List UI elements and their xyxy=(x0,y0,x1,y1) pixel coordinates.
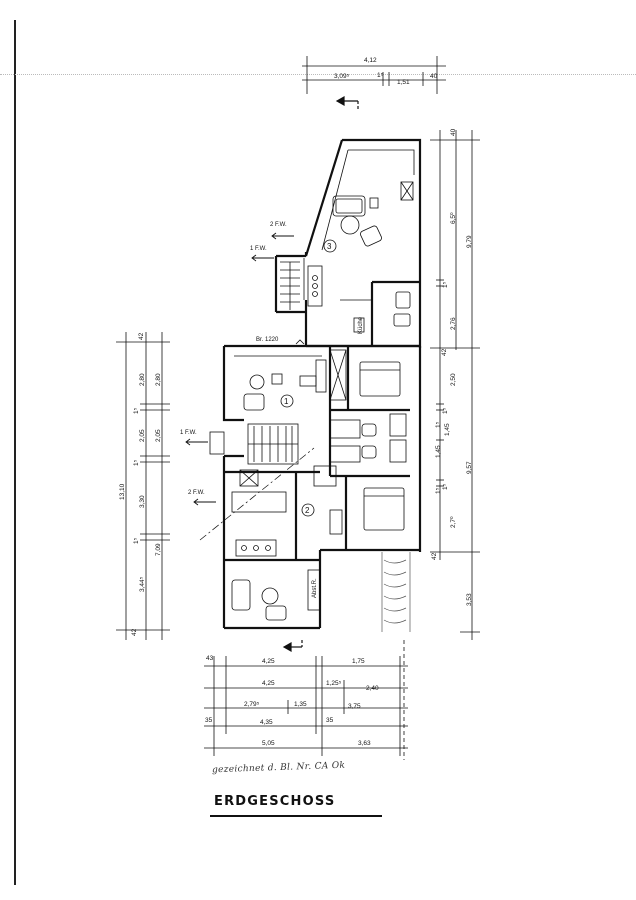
room-marker-3 xyxy=(323,239,337,253)
escape-arrows xyxy=(185,232,294,506)
dim-right-15c: 1⁵ xyxy=(442,483,449,490)
floor-level-note: Br. 1220 xyxy=(256,337,279,343)
dim-bottom-35a: 35 xyxy=(205,717,213,724)
right-dimension-lines xyxy=(430,130,480,640)
dim-right-650: 6,5⁰ xyxy=(449,212,457,224)
dim-bottom-435: 4,35 xyxy=(260,719,273,726)
dim-right-276: 2,76 xyxy=(450,317,457,330)
section-arrow-top xyxy=(335,95,359,110)
dim-left-mid-280: 2,80 xyxy=(139,373,146,386)
dim-bottom-43: 43 xyxy=(206,655,214,662)
dim-bottom-35b: 35 xyxy=(326,717,334,724)
top-dimension-chain xyxy=(302,56,446,94)
dim-right-15b: 1⁵ xyxy=(442,407,449,414)
dim-top-b: 1⁵ xyxy=(377,72,384,79)
dim-bottom-125: 1,25⁵ xyxy=(326,680,342,687)
dim-bottom-240: 2,40 xyxy=(366,685,379,692)
dim-left-42a: 42 xyxy=(138,332,145,340)
dim-right-mid-15a: 1⁵ xyxy=(435,421,442,428)
fold-line xyxy=(0,74,636,75)
upper-wing-walls xyxy=(274,138,422,348)
room-marker-1 xyxy=(280,394,294,408)
dim-left-mid-330: 3,30 xyxy=(139,495,146,508)
dim-left-1310: 13,10 xyxy=(119,483,126,500)
room-label-1: 1 xyxy=(284,397,289,406)
escape-label-3: 1 F.W. xyxy=(180,430,197,436)
middle-block-details xyxy=(209,339,407,621)
kitchen-note: Küche xyxy=(358,316,364,334)
section-arrow-bottom xyxy=(282,640,303,653)
dim-right-145: 1,45 xyxy=(444,423,451,436)
shaft-note: Abst.R. xyxy=(312,578,318,598)
dim-top-d: 40 xyxy=(430,73,438,80)
escape-label-2: 1 F.W. xyxy=(250,246,267,252)
terrace-hatching xyxy=(381,552,411,632)
dim-left-mid-205: 2,05 xyxy=(139,429,146,442)
dim-right-15a: 1⁵ xyxy=(442,281,449,288)
dim-bottom-135: 1,35 xyxy=(294,701,307,708)
dim-bottom-425a: 4,25 xyxy=(262,658,275,665)
dim-top-a: 3,09⁵ xyxy=(334,73,350,80)
escape-label-4: 2 F.W. xyxy=(188,490,205,496)
dim-right-40: 40 xyxy=(450,128,457,136)
drawing-title: ERDGESCHOSS xyxy=(214,794,336,809)
dim-right-42b: 42 xyxy=(431,552,438,560)
dim-right-979: 9,79 xyxy=(466,235,473,248)
dim-bottom-363: 3,63 xyxy=(358,740,371,747)
middle-block-walls xyxy=(222,344,422,630)
dim-right-250: 2,50 xyxy=(450,373,457,386)
dim-left-inner-205: 2,05 xyxy=(155,429,162,442)
dim-bottom-425b: 4,25 xyxy=(262,680,275,687)
dim-right-mid-15b: 1⁵ xyxy=(435,487,442,494)
dim-bottom-279: 2,79⁵ xyxy=(244,701,260,708)
dim-left-mid-15b: 1⁵ xyxy=(133,459,140,466)
dim-right-353: 3,53 xyxy=(466,593,473,606)
dim-left-mid-344: 3,44⁵ xyxy=(139,576,146,592)
room-label-3: 3 xyxy=(327,242,332,251)
dim-bottom-505: 5,05 xyxy=(262,740,275,747)
dim-right-957: 9,57 xyxy=(466,461,473,474)
dim-left-mid-15a: 1⁵ xyxy=(133,407,140,414)
dim-top-total: 4,12 xyxy=(364,57,377,64)
binding-margin-line xyxy=(14,20,16,885)
dim-bottom-175: 1,75 xyxy=(352,658,365,665)
dim-right-42a: 42 xyxy=(441,348,448,356)
dim-left-inner-709: 7,09 xyxy=(155,543,162,556)
dim-top-c: 1,51 xyxy=(397,79,410,86)
room-label-2: 2 xyxy=(305,506,310,515)
title-underline xyxy=(210,815,382,817)
dim-left-mid-15c: 1⁵ xyxy=(133,537,140,544)
escape-label-1: 2 F.W. xyxy=(270,222,287,228)
dim-left-inner-280: 2,80 xyxy=(155,373,162,386)
dim-left-42b: 42 xyxy=(131,628,138,636)
left-dimension-lines xyxy=(116,332,170,640)
dim-right-mid-145: 1,45 xyxy=(435,445,442,458)
dim-right-270: 2,7⁰ xyxy=(449,516,457,528)
upper-wing-details xyxy=(280,149,415,333)
room-marker-2 xyxy=(301,503,315,517)
dim-bottom-375: 3,75 xyxy=(348,703,361,710)
bottom-dimension-lines xyxy=(204,640,408,760)
